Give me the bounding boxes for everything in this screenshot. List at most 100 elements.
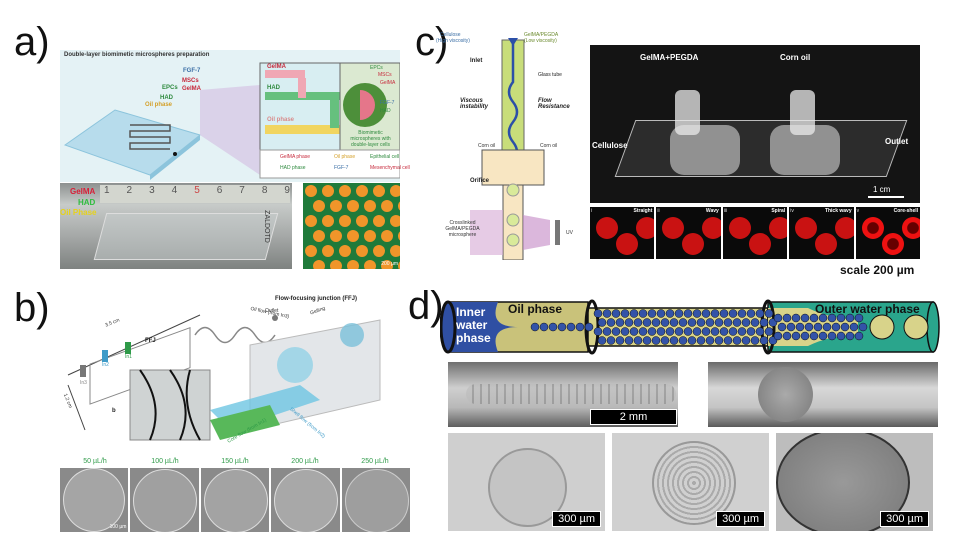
inner-droplet (638, 309, 648, 318)
chip-text: ZALDOTD (262, 210, 270, 243)
ffj-label: FFJ (145, 338, 156, 344)
orange-microsphere (398, 231, 400, 241)
inner-droplet (764, 309, 774, 318)
zoom-label-had: HAD (267, 85, 280, 91)
panel-a-schematic: Double-layer biomimetic microspheres pre… (60, 50, 410, 182)
orange-microsphere (398, 261, 400, 269)
panel-c-scale-text: scale 200 µm (840, 263, 915, 277)
inner-droplet (683, 309, 693, 318)
orange-microsphere (381, 230, 393, 242)
droplet-image (271, 468, 340, 532)
double-emulsion-diagram (440, 299, 940, 355)
flow-rate-labels: 50 µL/h 100 µL/h 150 µL/h 200 µL/h 250 µ… (60, 458, 410, 465)
panel-d-micrograph-left: 2 mm (448, 362, 678, 427)
tile-name: Thick wavy (824, 208, 852, 214)
orange-microsphere (390, 215, 400, 227)
inner-droplet (674, 327, 684, 336)
label-phase: phase (456, 331, 491, 345)
ruler-tick: 8 (261, 185, 268, 196)
inlet-in2: In2 (102, 362, 109, 368)
panel-d-micrograph-right (708, 362, 938, 427)
legend-fgf7: FGF-7 (334, 165, 349, 171)
orange-microsphere (313, 200, 325, 212)
double-emulsion-drop (869, 314, 895, 340)
legend-had-phase: HAD phase (280, 165, 306, 171)
label-flow-resistance: Flow Resistance (538, 98, 570, 110)
ruler-tick: 5 (194, 185, 200, 196)
panel-c-schematic: Cellulose (High viscosity) GelMA/PEGDA (… (436, 30, 588, 260)
inner-droplet (602, 309, 612, 318)
orange-microsphere (313, 230, 325, 242)
sphere-caption: Biomimetic microspheres with double-laye… (350, 130, 391, 148)
ruler-tick: 9 (284, 185, 290, 196)
scale-bar-300um: 300 µm (880, 511, 929, 527)
label-cellulose: Cellulose (440, 32, 461, 38)
fluor-tile-straight: i Straight (590, 207, 655, 259)
tile-name: Straight (633, 208, 653, 214)
tile-name: Core-shell (893, 208, 919, 214)
label-crosslinked-microsphere: Crosslinked GelMA/PEGDA microsphere (445, 220, 480, 238)
label-gelma-pegda: GelMA/PEGDA (524, 32, 559, 38)
inner-droplet (642, 336, 652, 345)
inner-droplet (539, 322, 549, 332)
red-microsphere (881, 233, 904, 255)
inner-droplet (656, 309, 666, 318)
inner-droplet (836, 331, 846, 341)
red-microsphere (768, 217, 788, 239)
inner-droplet (611, 327, 621, 336)
label-gelma-device: GelMA (182, 86, 202, 92)
panel-d-bottom-image-3: 300 µm (776, 433, 933, 531)
panel-b-label: b) (14, 286, 50, 330)
orange-microsphere (373, 245, 385, 257)
ruler (100, 185, 290, 203)
fluor-tile-core-shell: v Core-shell (855, 207, 921, 259)
inner-droplet (692, 327, 702, 336)
panel-d-capillary-diagram: Inner water phase Oil phase Outer water … (440, 290, 940, 362)
inner-droplet (791, 331, 801, 341)
inner-droplets (530, 309, 929, 345)
inner-droplet (602, 327, 612, 336)
droplet-image: 100 µm (60, 468, 129, 532)
orange-microsphere (347, 230, 359, 242)
ruler-tick: 4 (171, 185, 178, 196)
label-water: water (456, 318, 488, 332)
orange-microsphere (347, 200, 359, 212)
inner-droplet (800, 313, 810, 323)
scale-bar-2mm: 2 mm (590, 409, 677, 425)
inner-droplet (719, 309, 729, 318)
inner-droplet (827, 331, 837, 341)
inner-droplet (710, 327, 720, 336)
orange-microsphere (322, 185, 334, 197)
inner-droplet (773, 331, 783, 341)
label-outer-water-phase: Outer water phase (815, 302, 920, 316)
inner-droplet (777, 322, 787, 332)
inner-droplet (723, 336, 733, 345)
outlet-label: Outlet (265, 308, 279, 314)
red-microsphere (616, 233, 638, 255)
inner-droplet (696, 336, 706, 345)
red-microsphere (748, 233, 771, 255)
inner-droplet (548, 322, 558, 332)
panel-a-device-photo: 1 2 3 4 5 6 7 8 9 ZALDOTD GelMA HAD Oil … (60, 183, 292, 269)
inner-droplet (782, 331, 792, 341)
inner-droplet (678, 336, 688, 345)
inner-droplet (804, 322, 814, 332)
panel-b-figure: 3.5 cm 1.2 cm In3 In2 In1 FFJ Outlet b F… (60, 290, 410, 450)
tile-number: v (856, 208, 860, 214)
scale-bar-300um: 300 µm (552, 511, 601, 527)
inlet-tube-right (790, 90, 815, 135)
inner-droplet (674, 309, 684, 318)
label-had-device: HAD (160, 95, 173, 101)
photo-label-cellulose: Cellulose (592, 141, 628, 150)
photo-scale-bar: 1 cm (873, 185, 891, 194)
inner-droplet (737, 327, 747, 336)
orange-microsphere (398, 201, 400, 211)
red-microsphere (596, 217, 618, 239)
zoom-label-oil: Oil phase (267, 117, 295, 123)
ruler-tick: 6 (216, 185, 223, 196)
inner-droplet (800, 331, 810, 341)
photo-label-had: HAD (78, 198, 96, 207)
sphere-label-gelma: GelMA (380, 80, 396, 86)
inner-droplet (741, 318, 751, 327)
orange-microsphere (373, 215, 385, 227)
